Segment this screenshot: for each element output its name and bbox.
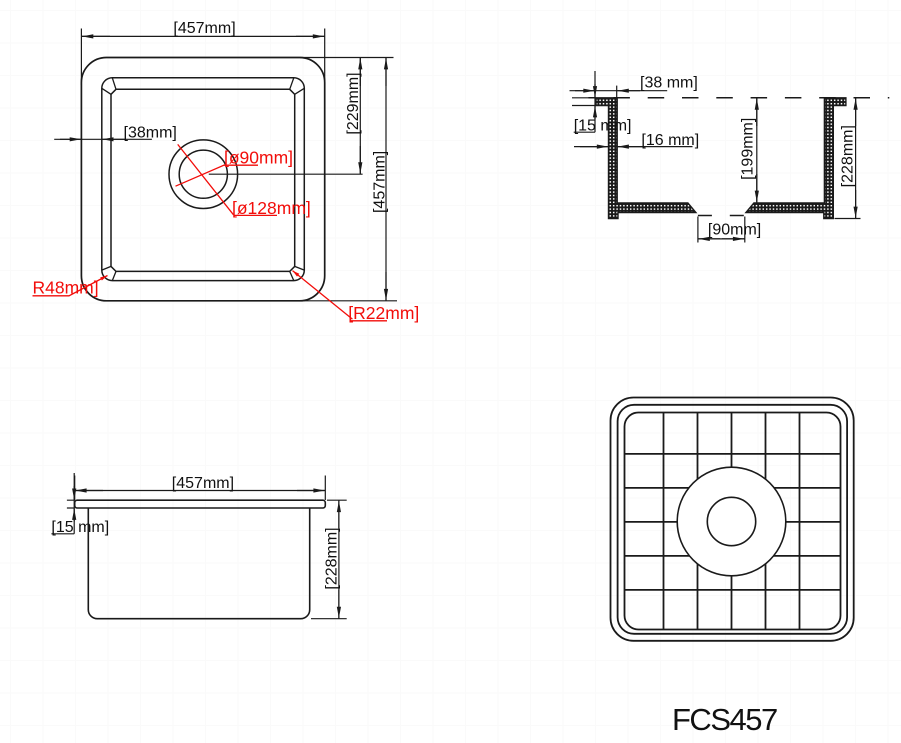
svg-text:R48mm]: R48mm] bbox=[33, 278, 99, 298]
svg-text:[16 mm]: [16 mm] bbox=[641, 132, 699, 149]
svg-text:[15 mm]: [15 mm] bbox=[51, 519, 109, 536]
svg-text:[38mm]: [38mm] bbox=[124, 125, 177, 142]
svg-text:[229mm]: [229mm] bbox=[345, 72, 362, 134]
svg-text:[R22mm]: [R22mm] bbox=[348, 303, 419, 323]
svg-text:[457mm]: [457mm] bbox=[173, 20, 235, 37]
svg-text:[228mm]: [228mm] bbox=[839, 125, 856, 187]
svg-text:[228mm]: [228mm] bbox=[324, 527, 341, 589]
svg-text:[ø90mm]: [ø90mm] bbox=[224, 148, 293, 168]
svg-text:[90mm]: [90mm] bbox=[708, 222, 761, 239]
svg-text:[457mm]: [457mm] bbox=[172, 475, 234, 492]
svg-text:[38 mm]: [38 mm] bbox=[640, 74, 698, 91]
svg-text:[15 mm]: [15 mm] bbox=[574, 117, 632, 134]
svg-text:[ø128mm]: [ø128mm] bbox=[232, 198, 311, 218]
svg-text:[199mm]: [199mm] bbox=[739, 118, 756, 180]
svg-text:[457mm]: [457mm] bbox=[372, 151, 389, 213]
svg-text:FCS457: FCS457 bbox=[672, 702, 777, 737]
